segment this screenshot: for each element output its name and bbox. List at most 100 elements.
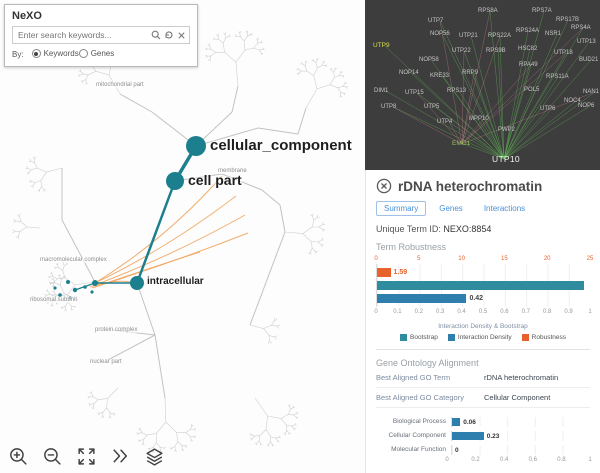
ontology-node-label[interactable]: protein complex bbox=[95, 327, 138, 333]
network-edges-canvas[interactable] bbox=[365, 0, 600, 170]
gene-label[interactable]: UTP15 bbox=[405, 90, 424, 96]
gene-label[interactable]: UTP10 bbox=[492, 154, 520, 164]
search-input[interactable] bbox=[16, 29, 148, 41]
bottom-axis-caption: Interaction Density & Bootstrap bbox=[438, 323, 528, 330]
term-id-value: NEXO:8854 bbox=[443, 224, 492, 234]
axis-tick: 0 bbox=[445, 457, 449, 463]
gene-label[interactable]: PWP2 bbox=[498, 127, 516, 133]
gene-label[interactable]: BUD21 bbox=[579, 57, 599, 63]
ontology-node-label[interactable]: mitochondrial part bbox=[96, 82, 144, 88]
gene-label[interactable]: RPS24A bbox=[516, 28, 540, 34]
gene-label[interactable]: EMG1 bbox=[452, 140, 471, 147]
go-bar bbox=[452, 418, 461, 426]
gene-label[interactable]: DIM1 bbox=[374, 88, 389, 94]
axis-tick: 0.2 bbox=[471, 457, 480, 463]
radio-keywords[interactable]: Keywords bbox=[31, 49, 79, 58]
gene-label[interactable]: RPS8A bbox=[478, 8, 498, 14]
ontology-node[interactable] bbox=[130, 276, 144, 290]
ontology-node-label[interactable]: macromolecular complex bbox=[40, 257, 107, 263]
axis-tick: 25 bbox=[586, 256, 594, 262]
zoom-out-button[interactable] bbox=[42, 446, 63, 467]
radio-circle[interactable] bbox=[78, 49, 88, 58]
gene-label[interactable]: RPS7A bbox=[532, 8, 552, 14]
axis-tick: 0.2 bbox=[414, 309, 423, 315]
axis-tick: 0.7 bbox=[521, 309, 530, 315]
legend-label: Interaction Density bbox=[457, 334, 512, 341]
axis-tick: 0.4 bbox=[457, 309, 466, 315]
gene-label[interactable]: UTP5 bbox=[424, 104, 440, 110]
gene-label[interactable]: NOP6 bbox=[578, 103, 595, 109]
close-icon[interactable] bbox=[376, 178, 392, 194]
expand-view-button[interactable] bbox=[76, 446, 97, 467]
radio-circle[interactable] bbox=[31, 49, 41, 58]
ontology-node-label[interactable]: intracellular bbox=[147, 276, 204, 287]
gene-label[interactable]: RPS17B bbox=[556, 17, 580, 23]
go-row-label: Best Aligned GO Term bbox=[376, 373, 451, 382]
gene-label[interactable]: UTP6 bbox=[540, 106, 556, 112]
gene-label[interactable]: MPP10 bbox=[469, 116, 489, 122]
gene-label[interactable]: UTP22 bbox=[452, 48, 471, 54]
tab-genes[interactable]: Genes bbox=[431, 201, 471, 216]
legend-swatch bbox=[447, 334, 455, 341]
gene-label[interactable]: NOP56 bbox=[430, 31, 450, 37]
clear-icon[interactable] bbox=[177, 31, 186, 40]
gene-label[interactable]: UTP4 bbox=[437, 119, 453, 125]
term-title: rDNA heterochromatin bbox=[398, 178, 543, 194]
zoom-in-button[interactable] bbox=[8, 446, 29, 467]
ontology-graph-canvas[interactable] bbox=[0, 0, 365, 473]
search-box[interactable] bbox=[12, 26, 190, 44]
gene-label[interactable]: POL5 bbox=[524, 87, 540, 93]
gene-label[interactable]: HSC82 bbox=[518, 46, 538, 52]
tab-summary[interactable]: Summary bbox=[376, 201, 427, 216]
ontology-node-label[interactable]: cellular_component bbox=[210, 137, 352, 154]
axis-tick: 0.1 bbox=[393, 309, 402, 315]
gene-label[interactable]: KRE33 bbox=[430, 73, 450, 79]
search-icon[interactable] bbox=[151, 30, 161, 40]
gene-label[interactable]: NSR1 bbox=[545, 31, 562, 37]
axis-tick: 5 bbox=[417, 256, 421, 262]
reset-icon[interactable] bbox=[164, 30, 174, 40]
gene-label[interactable]: UTP8 bbox=[381, 104, 397, 110]
gene-label[interactable]: RPA49 bbox=[519, 62, 538, 68]
gene-label[interactable]: RRP9 bbox=[462, 70, 479, 76]
layers-button[interactable] bbox=[144, 446, 165, 467]
gene-label[interactable]: RPS11A bbox=[546, 74, 569, 80]
radio-genes[interactable]: Genes bbox=[78, 49, 114, 58]
bar bbox=[377, 294, 467, 303]
gene-label[interactable]: UTP21 bbox=[459, 33, 478, 39]
ontology-node-label[interactable]: ribosomal subunit bbox=[30, 297, 78, 303]
axis-tick: 0.9 bbox=[564, 309, 573, 315]
gene-label[interactable]: RPS9B bbox=[486, 48, 506, 54]
ontology-node-label[interactable]: cell part bbox=[188, 172, 242, 188]
gene-label[interactable]: UTP7 bbox=[428, 18, 444, 24]
axis-tick: 1 bbox=[588, 457, 592, 463]
tab-interactions[interactable]: Interactions bbox=[475, 201, 534, 216]
gene-label[interactable]: UTP13 bbox=[577, 39, 596, 45]
gene-label[interactable]: UTP18 bbox=[554, 50, 573, 56]
gene-label[interactable]: NOP58 bbox=[419, 57, 439, 63]
fit-selection-button[interactable] bbox=[110, 446, 131, 467]
ontology-node[interactable] bbox=[166, 172, 184, 190]
gene-label[interactable]: NOP14 bbox=[399, 70, 419, 76]
ontology-node-label[interactable]: nuclear part bbox=[90, 359, 122, 365]
ontology-node-label[interactable]: membrane bbox=[218, 168, 247, 174]
gene-label[interactable]: RPS22A bbox=[488, 33, 512, 39]
ontology-node[interactable] bbox=[186, 136, 206, 156]
go-category-label: Cellular Component bbox=[388, 432, 446, 440]
gene-label[interactable]: UTP9 bbox=[373, 42, 390, 49]
gene-label[interactable]: NAN1 bbox=[583, 89, 600, 95]
gene-label[interactable]: NOC4 bbox=[564, 98, 581, 104]
gene-label[interactable]: RPS4A bbox=[571, 25, 591, 31]
bar-value-label: 1.59 bbox=[393, 269, 408, 276]
axis-tick: 0.6 bbox=[500, 309, 509, 315]
gene-label[interactable]: RPS13 bbox=[447, 88, 467, 94]
